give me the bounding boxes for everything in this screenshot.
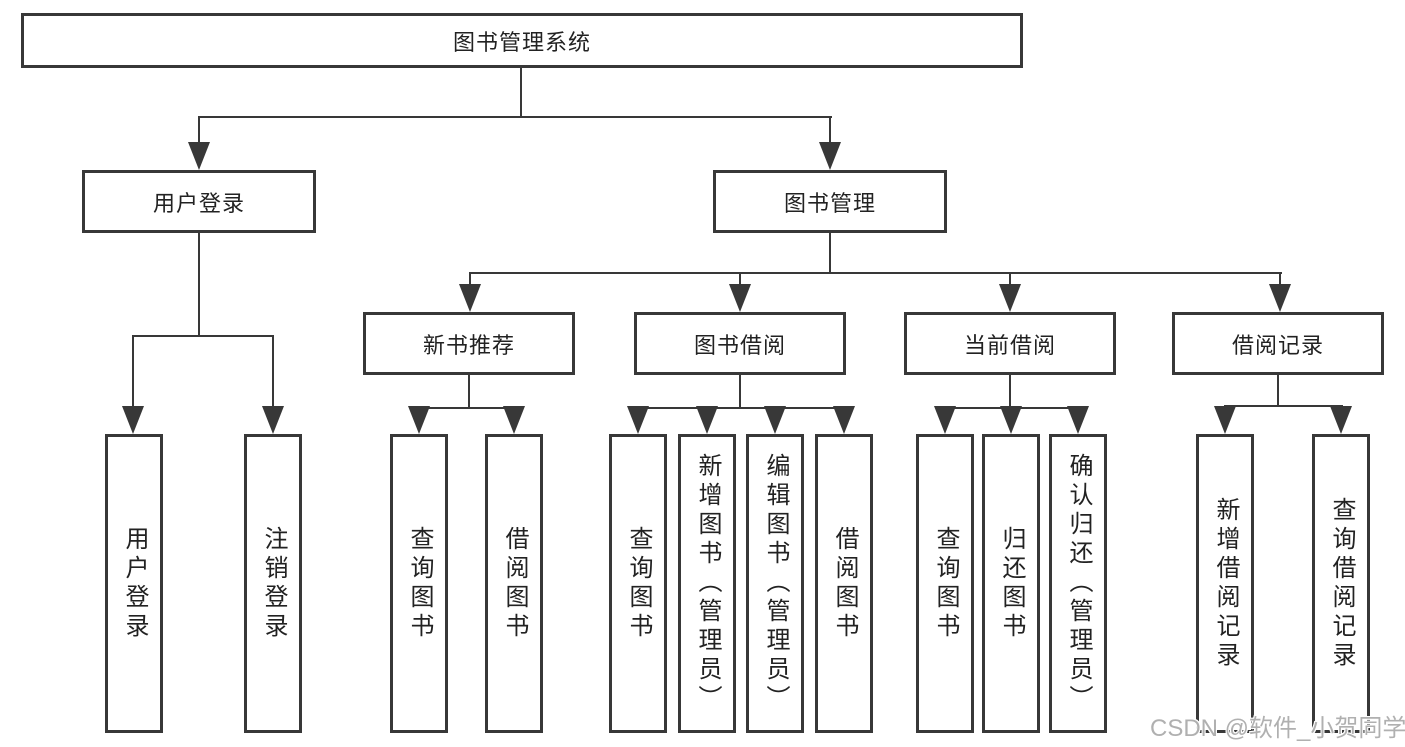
arrow-down-icon bbox=[833, 406, 855, 434]
arrow-down-icon bbox=[188, 142, 210, 170]
connector-line bbox=[739, 272, 741, 286]
arrow-down-icon bbox=[459, 284, 481, 312]
connector-line bbox=[1009, 272, 1011, 286]
arrow-down-icon bbox=[764, 406, 786, 434]
leaf-current-return-books: 归还图书 bbox=[982, 434, 1040, 733]
connector-line bbox=[829, 233, 831, 274]
leaf-borrow-edit-books-label: 编辑图书（管理员） bbox=[762, 453, 789, 714]
node-new-book-recommend-label: 新书推荐 bbox=[422, 332, 515, 358]
connector-line bbox=[469, 272, 471, 286]
arrow-down-icon bbox=[627, 406, 649, 434]
node-new-book-recommend: 新书推荐 bbox=[363, 312, 575, 375]
node-root-label: 图书管理系统 bbox=[452, 29, 591, 55]
leaf-user-login: 用户登录 bbox=[105, 434, 163, 733]
node-user-login-label: 用户登录 bbox=[152, 190, 245, 216]
leaf-logout: 注销登录 bbox=[244, 434, 302, 733]
arrow-down-icon bbox=[999, 284, 1021, 312]
connector-line bbox=[272, 335, 274, 409]
leaf-records-add-record-label: 新增借阅记录 bbox=[1212, 496, 1239, 671]
connector-line bbox=[1279, 272, 1281, 286]
node-borrow-records-label: 借阅记录 bbox=[1231, 332, 1324, 358]
arrow-down-icon bbox=[1000, 406, 1022, 434]
leaf-records-query-record: 查询借阅记录 bbox=[1312, 434, 1370, 733]
leaf-recommend-query-books-label: 查询图书 bbox=[406, 525, 433, 642]
csdn-watermark: CSDN @软件_小贺同学 bbox=[1150, 715, 1405, 742]
arrow-down-icon bbox=[408, 406, 430, 434]
arrow-down-icon bbox=[1214, 406, 1236, 434]
leaf-logout-label: 注销登录 bbox=[260, 525, 287, 642]
connector-line bbox=[637, 407, 846, 409]
connector-line bbox=[132, 335, 134, 409]
leaf-borrow-query-books: 查询图书 bbox=[609, 434, 667, 733]
leaf-borrow-borrow-books-label: 借阅图书 bbox=[831, 525, 858, 642]
connector-line bbox=[198, 233, 200, 337]
node-book-borrow: 图书借阅 bbox=[634, 312, 846, 375]
arrow-down-icon bbox=[122, 406, 144, 434]
node-book-management-label: 图书管理 bbox=[783, 190, 876, 216]
leaf-recommend-query-books: 查询图书 bbox=[390, 434, 448, 733]
leaf-records-query-record-label: 查询借阅记录 bbox=[1328, 496, 1355, 671]
arrow-down-icon bbox=[262, 406, 284, 434]
arrow-down-icon bbox=[1067, 406, 1089, 434]
node-current-borrow: 当前借阅 bbox=[904, 312, 1116, 375]
connector-line bbox=[469, 272, 1282, 274]
leaf-recommend-borrow-books: 借阅图书 bbox=[485, 434, 543, 733]
leaf-borrow-edit-books: 编辑图书（管理员） bbox=[746, 434, 804, 733]
leaf-borrow-add-books: 新增图书（管理员） bbox=[678, 434, 736, 733]
leaf-current-confirm-return-label: 确认归还（管理员） bbox=[1065, 453, 1092, 714]
leaf-borrow-borrow-books: 借阅图书 bbox=[815, 434, 873, 733]
leaf-borrow-add-books-label: 新增图书（管理员） bbox=[694, 453, 721, 714]
node-book-management: 图书管理 bbox=[713, 170, 947, 233]
connector-line bbox=[198, 116, 832, 118]
node-borrow-records: 借阅记录 bbox=[1172, 312, 1384, 375]
node-book-borrow-label: 图书借阅 bbox=[693, 332, 786, 358]
leaf-borrow-query-books-label: 查询图书 bbox=[625, 525, 652, 642]
leaf-records-add-record: 新增借阅记录 bbox=[1196, 434, 1254, 733]
node-user-login: 用户登录 bbox=[82, 170, 316, 233]
leaf-recommend-borrow-books-label: 借阅图书 bbox=[501, 525, 528, 642]
node-root: 图书管理系统 bbox=[21, 13, 1023, 68]
connector-line bbox=[1009, 375, 1011, 409]
arrow-down-icon bbox=[819, 142, 841, 170]
connector-line bbox=[739, 375, 741, 409]
connector-line bbox=[1224, 405, 1343, 407]
leaf-user-login-label: 用户登录 bbox=[121, 525, 148, 642]
leaf-current-confirm-return: 确认归还（管理员） bbox=[1049, 434, 1107, 733]
arrow-down-icon bbox=[1269, 284, 1291, 312]
connector-line bbox=[418, 407, 516, 409]
arrow-down-icon bbox=[1330, 406, 1352, 434]
arrow-down-icon bbox=[934, 406, 956, 434]
leaf-current-query-books: 查询图书 bbox=[916, 434, 974, 733]
node-current-borrow-label: 当前借阅 bbox=[963, 332, 1056, 358]
connector-line bbox=[1277, 375, 1279, 407]
connector-line bbox=[829, 116, 831, 146]
leaf-current-query-books-label: 查询图书 bbox=[932, 525, 959, 642]
leaf-current-return-books-label: 归还图书 bbox=[998, 525, 1025, 642]
connector-line bbox=[198, 116, 200, 146]
arrow-down-icon bbox=[729, 284, 751, 312]
arrow-down-icon bbox=[503, 406, 525, 434]
connector-line bbox=[520, 68, 522, 118]
connector-line bbox=[468, 375, 470, 409]
connector-line bbox=[132, 335, 274, 337]
arrow-down-icon bbox=[696, 406, 718, 434]
